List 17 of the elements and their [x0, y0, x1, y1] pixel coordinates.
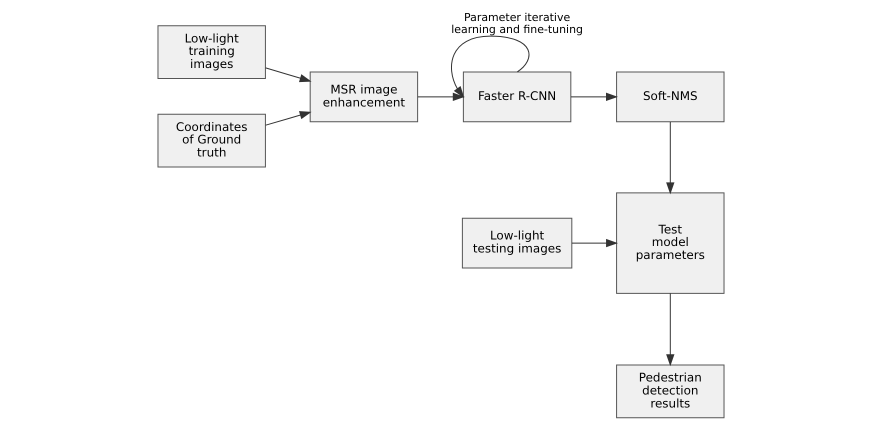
arrow — [451, 36, 530, 98]
arrow — [666, 121, 674, 194]
node-box: Faster R-CNN — [462, 72, 572, 122]
node-box: Low-light training images — [157, 25, 266, 79]
node-box: Low-light testing images — [462, 218, 572, 268]
arrow — [265, 67, 312, 82]
node-box: Pedestrian detection results — [616, 364, 725, 418]
node-box: Test model parameters — [616, 192, 725, 294]
arrow — [571, 238, 618, 248]
node-box: MSR image enhancement — [310, 72, 418, 122]
arrow — [265, 111, 312, 126]
arrow — [417, 92, 465, 102]
edge-label: Parameter iterative learning and fine-tuning — [451, 11, 583, 36]
arrow — [570, 92, 618, 102]
node-box: Soft-NMS — [616, 72, 725, 122]
arrow — [666, 292, 674, 366]
node-box: Coordinates of Ground truth — [157, 114, 266, 168]
